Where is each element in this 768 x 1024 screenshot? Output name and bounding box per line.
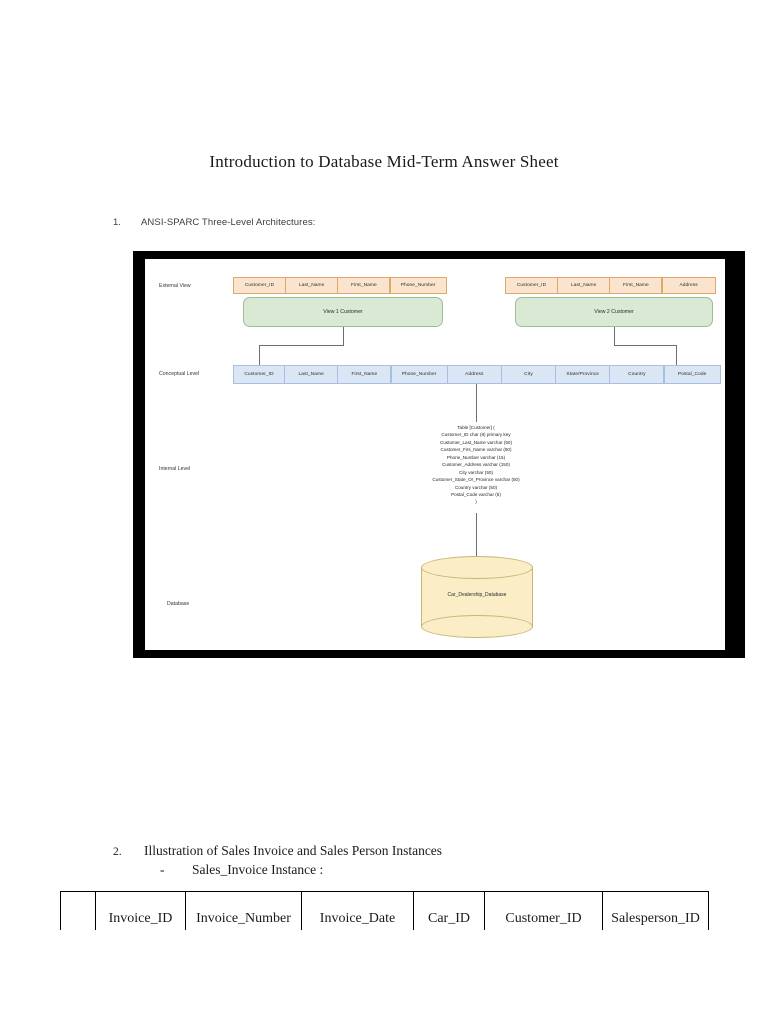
database-name-label: Car_Dealership_Database	[447, 592, 507, 598]
section-two-label: Illustration of Sales Invoice and Sales …	[144, 843, 443, 858]
label-conceptual-level: Conceptual Level	[159, 371, 200, 377]
connector-line	[259, 345, 260, 367]
architecture-diagram-frame: External View Conceptual Level Internal …	[133, 251, 745, 658]
table-row: Invoice_ID Invoice_Number Invoice_Date C…	[60, 891, 709, 930]
database-cylinder: Car_Dealership_Database	[421, 556, 533, 638]
connector-line	[476, 513, 477, 557]
schema-line: Postal_Code varchar (5)	[451, 491, 501, 497]
external-view-2-attributes: Customer_ID Last_Name First_Name Address	[505, 277, 716, 294]
attr-cell: Phone_Number	[389, 277, 447, 294]
attr-cell: Customer_ID	[233, 277, 286, 294]
schema-line: Table [Customer] (	[457, 425, 495, 430]
internal-schema-text: Table [Customer] ( Customer_ID char (8) …	[376, 424, 576, 506]
cylinder-top-ellipse	[421, 556, 533, 579]
attr-cell: Customer_ID	[505, 277, 558, 294]
attr-cell: Last_Name	[284, 365, 339, 384]
bullet-dash: -	[160, 862, 165, 877]
table-header-cell: Invoice_ID	[95, 891, 186, 930]
section-two-number: 2.	[113, 846, 122, 858]
connector-line	[259, 345, 344, 346]
cylinder-bottom-ellipse	[421, 615, 533, 638]
connector-line	[614, 327, 615, 345]
attr-cell: First_Name	[337, 277, 391, 294]
external-view-1-attributes: Customer_ID Last_Name First_Name Phone_N…	[233, 277, 447, 294]
attr-cell: Last_Name	[557, 277, 611, 294]
section-two-sub-label: Sales_Invoice Instance :	[192, 862, 324, 877]
schema-line: Customer_Last_Name varchar (50)	[440, 439, 512, 445]
schema-line: Customer_Address varchar (150)	[442, 462, 510, 468]
connector-line	[614, 345, 676, 346]
attr-cell: Address	[661, 277, 716, 294]
attr-cell: First_Name	[609, 277, 663, 294]
page-title: Introduction to Database Mid-Term Answer…	[209, 152, 559, 171]
attr-cell: Country	[609, 365, 665, 384]
label-external-view: External View	[159, 283, 191, 289]
section-two-list-item: 2. Illustration of Sales Invoice and Sal…	[113, 843, 673, 859]
connector-line	[676, 345, 677, 367]
external-view-1-box: View 1 Customer	[243, 297, 443, 327]
table-header-cell: Customer_ID	[484, 891, 603, 930]
section-one-list-item: 1. ANSI-SPARC Three-Level Architectures:	[113, 217, 633, 228]
section-two-sub-item: - Sales_Invoice Instance :	[160, 862, 323, 878]
table-header-cell	[60, 891, 96, 930]
schema-line: )	[475, 499, 477, 505]
sales-invoice-table: Invoice_ID Invoice_Number Invoice_Date C…	[60, 891, 709, 930]
schema-line: Customer_State_Or_Province varchar (50)	[432, 477, 520, 483]
schema-line: Customer_ID char (8) primary key	[441, 432, 511, 438]
table-header-cell: Car_ID	[413, 891, 485, 930]
attr-cell: Customer_ID	[233, 365, 285, 384]
section-one-number: 1.	[113, 217, 121, 228]
schema-line: City varchar (50)	[459, 469, 493, 475]
attr-cell: City	[501, 365, 557, 384]
schema-line: Phone_Number varchar (15)	[446, 454, 506, 460]
table-header-cell: Salesperson_ID	[602, 891, 709, 930]
connector-line	[476, 384, 477, 422]
attr-cell: Phone_Number	[390, 365, 448, 384]
architecture-diagram-canvas: External View Conceptual Level Internal …	[145, 259, 725, 650]
attr-cell: Last_Name	[285, 277, 339, 294]
attr-cell: State/Province	[555, 365, 611, 384]
attr-cell: Postal_Code	[663, 365, 721, 384]
conceptual-level-attributes: Customer_ID Last_Name First_Name Phone_N…	[233, 365, 721, 384]
schema-line: Country varchar (50)	[454, 484, 498, 490]
external-view-2-box: View 2 Customer	[515, 297, 713, 327]
connector-line	[343, 327, 344, 345]
table-header-cell: Invoice_Date	[301, 891, 414, 930]
attr-cell: First_Name	[337, 365, 392, 384]
label-internal-level: Internal Level	[159, 466, 191, 472]
table-header-cell: Invoice_Number	[185, 891, 302, 930]
label-database: Database	[167, 601, 190, 607]
section-one-label: ANSI-SPARC Three-Level Architectures:	[141, 217, 316, 228]
attr-cell: Address	[446, 365, 502, 384]
schema-line: Customer_Firs_Name varchar (50)	[440, 447, 512, 453]
